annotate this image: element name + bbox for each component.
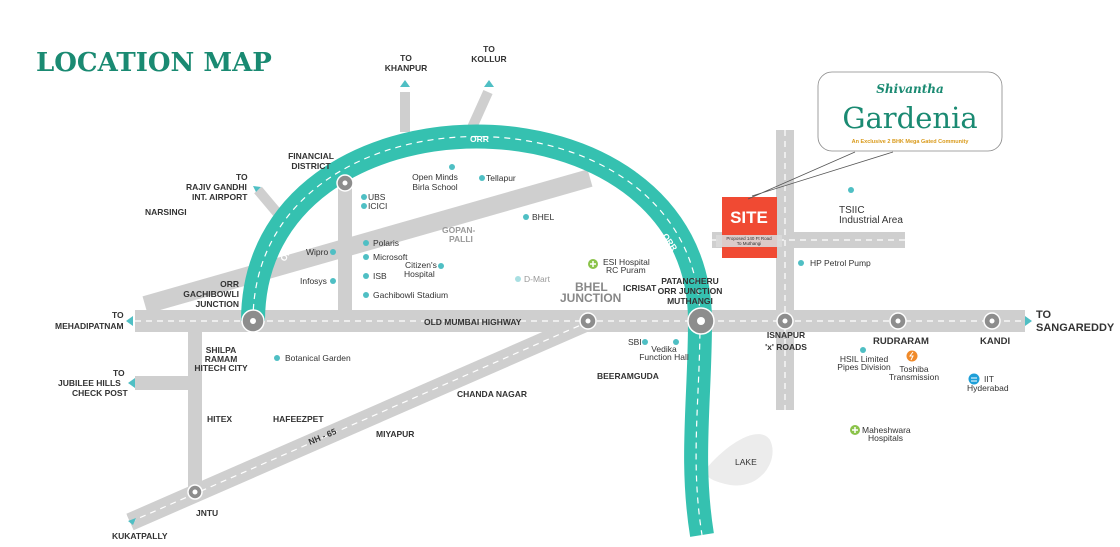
isnapur-x-roads-label: ISNAPUR'x' ROADS <box>765 330 807 352</box>
poi-hp-petrol-pump: HP Petrol Pump <box>810 258 871 268</box>
jntu-label: JNTU <box>196 508 218 518</box>
poi-ubs: UBS <box>368 192 386 202</box>
gopanpalli-label: GOPAN-PALLI <box>442 225 476 244</box>
poi-bhel: BHEL <box>532 212 554 222</box>
poi-isb: ISB <box>373 271 387 281</box>
narsingi-label: NARSINGI <box>145 207 187 217</box>
proposed-road-note-2: To Muthangi <box>737 241 762 246</box>
poi-wipro: Wipro <box>306 247 328 257</box>
orr-ring-road <box>241 124 714 537</box>
icrisat-label: ICRISAT <box>623 283 657 293</box>
proposed-road-note: Proposed 140 Ft Road <box>726 236 772 241</box>
poi-markers <box>274 164 866 361</box>
poi-sbi: SBI <box>628 337 642 347</box>
miyapur-label: MIYAPUR <box>376 429 414 439</box>
toshiba-icon <box>906 350 918 362</box>
kandi-label: KANDI <box>980 336 1010 347</box>
iit-icon <box>968 373 980 385</box>
chanda-nagar-label: CHANDA NAGAR <box>457 389 527 399</box>
orr-label-top: ORR <box>470 134 489 144</box>
rudraram-label: RUDRARAM <box>873 336 929 347</box>
poi-dmart: D-Mart <box>524 274 551 284</box>
direction-arrow-icons <box>126 80 1032 525</box>
svg-text:Shivantha: Shivantha <box>876 82 943 96</box>
junctions <box>187 174 1001 500</box>
project-logo: Shivantha Gardenia An Exclusive 2 BHK Me… <box>817 71 1003 152</box>
site-marker: SITE Proposed 140 Ft Road To Muthangi <box>716 197 782 258</box>
poi-botanical-garden: Botanical Garden <box>285 353 351 363</box>
poi-tellapur: Tellapur <box>486 173 516 183</box>
hitex-label: HITEX <box>207 414 232 424</box>
poi-gachibowli-stadium: Gachibowli Stadium <box>373 290 448 300</box>
callout-pointer <box>747 151 894 200</box>
poi-infosys: Infosys <box>300 276 327 286</box>
beeramguda-label: BEERAMGUDA <box>597 371 659 381</box>
to-kukatpally-label: KUKATPALLY <box>112 531 168 541</box>
poi-microsoft: Microsoft <box>373 252 408 262</box>
svg-text:Gardenia: Gardenia <box>842 101 977 135</box>
lake <box>705 434 773 486</box>
site-label: SITE <box>730 208 768 227</box>
hafeezpet-label: HAFEEZPET <box>273 414 324 424</box>
old-mumbai-highway-label: OLD MUMBAI HIGHWAY <box>424 317 522 327</box>
hospital-icons <box>588 259 860 435</box>
page-title: LOCATION MAP <box>36 48 272 78</box>
svg-text:An Exclusive 2 BHK Mega Gated: An Exclusive 2 BHK Mega Gated Community <box>852 139 970 145</box>
lake-label: LAKE <box>735 457 757 467</box>
poi-icici: ICICI <box>368 201 387 211</box>
poi-polaris: Polaris <box>373 238 399 248</box>
